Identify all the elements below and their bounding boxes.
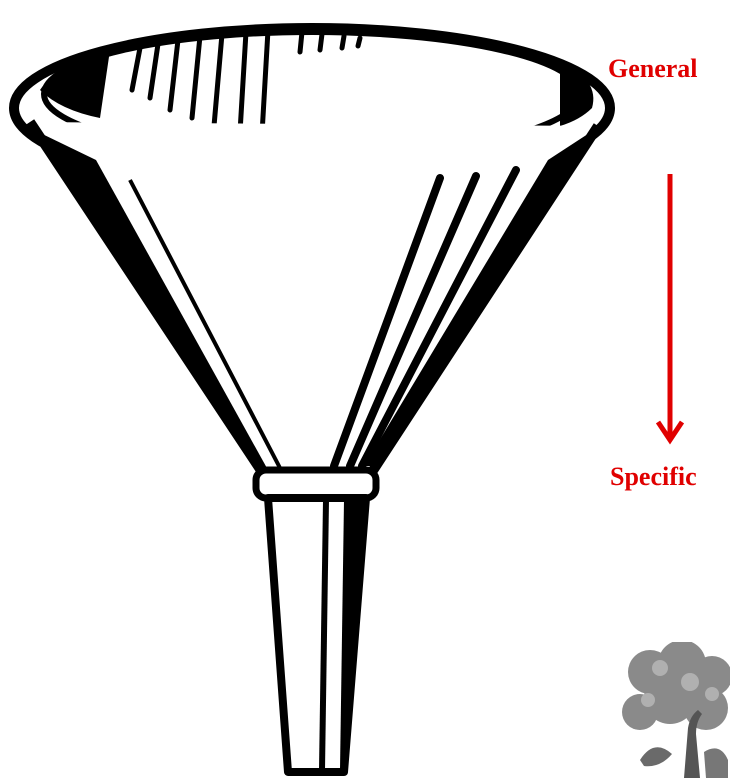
specific-label: Specific: [610, 462, 697, 491]
tree-illustration: [620, 642, 730, 778]
arrow-down-icon: [655, 174, 685, 445]
general-label: General: [608, 54, 698, 83]
